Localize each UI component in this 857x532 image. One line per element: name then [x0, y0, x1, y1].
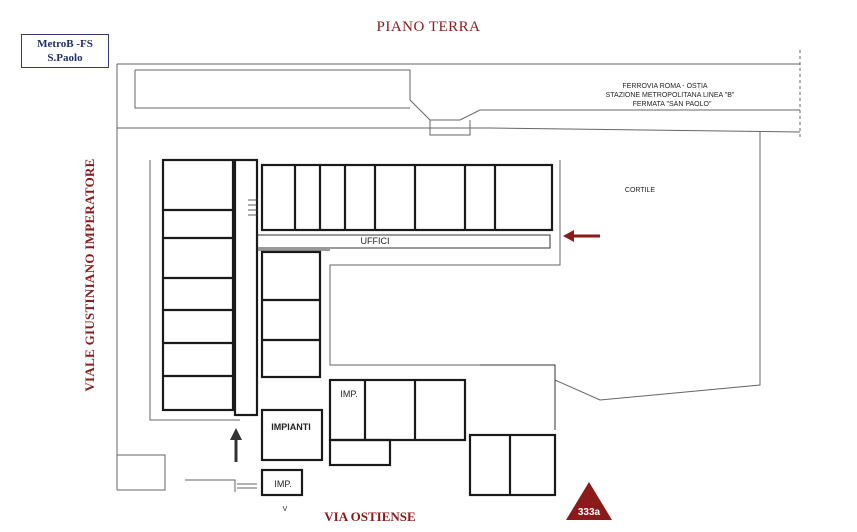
courtyard-label: CORTILE — [625, 187, 656, 194]
courtyard-outline — [329, 132, 761, 401]
metro-line-label: MetroB -FS — [37, 38, 93, 50]
railway-text: FERROVIA ROMA - OSTIA STAZIONE METROPOLI… — [606, 83, 735, 108]
railway-label: FERROVIA ROMA - OSTIA — [622, 83, 708, 90]
entrance-arrow-east-icon — [563, 230, 600, 242]
railway-area — [116, 50, 801, 490]
imp-room-label: IMP. — [274, 479, 291, 489]
railway-label: FERMATA "SAN PAOLO" — [633, 101, 712, 108]
building-number-label: 333a — [578, 507, 601, 518]
entrance-arrow-south-icon — [230, 428, 242, 462]
street-label-via-ostiense: VIA OSTIENSE — [324, 509, 416, 524]
metro-station-label: S.Paolo — [47, 52, 83, 64]
railway-label: STAZIONE METROPOLITANA LINEA "B" — [606, 92, 735, 99]
metro-station-box: MetroB -FS S.Paolo — [21, 34, 109, 68]
building-walls — [161, 158, 557, 497]
stairs — [237, 199, 258, 489]
offices-label: UFFICI — [361, 236, 390, 246]
corridor-outline — [257, 234, 556, 430]
imp-room-label: IMP. — [340, 389, 357, 399]
floor-title: PIANO TERRA — [376, 19, 481, 35]
site-boundary — [117, 160, 240, 492]
building-number-marker: 333a — [566, 482, 612, 520]
plant-room-label: IMPIANTI — [271, 422, 311, 432]
small-v-label: V — [283, 506, 288, 513]
